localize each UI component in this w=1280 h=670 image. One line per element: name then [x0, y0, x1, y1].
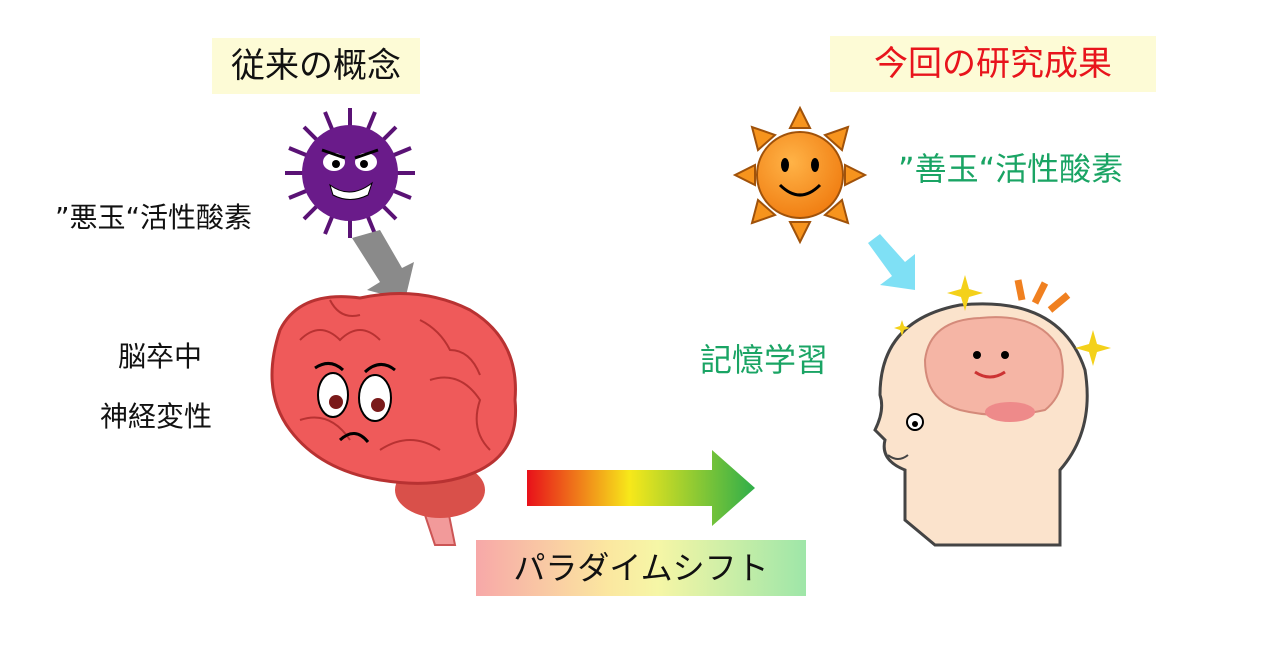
neurodegeneration-label: 神経変性: [100, 400, 213, 433]
new-findings-title: 今回の研究成果: [830, 36, 1156, 92]
memory-learning-label: 記憶学習: [700, 341, 829, 379]
happy-head-icon: [873, 275, 1111, 547]
bad-ros-label: ”悪玉“活性酸素: [55, 201, 253, 234]
cyan-arrow-icon: [868, 234, 915, 290]
paradigm-shift-label: パラダイムシフト: [476, 540, 806, 596]
old-concept-title: 従来の概念: [212, 38, 420, 94]
good-ros-label: ”善玉“活性酸素: [898, 150, 1124, 188]
paradigm-shift-arrow-icon: [527, 450, 755, 526]
good-ros-sun-icon: [732, 105, 868, 245]
bad-ros-virus-icon: [285, 108, 415, 238]
sad-brain-icon: [270, 292, 518, 546]
gray-arrow-icon: [352, 230, 414, 300]
stroke-label: 脳卒中: [118, 340, 203, 373]
